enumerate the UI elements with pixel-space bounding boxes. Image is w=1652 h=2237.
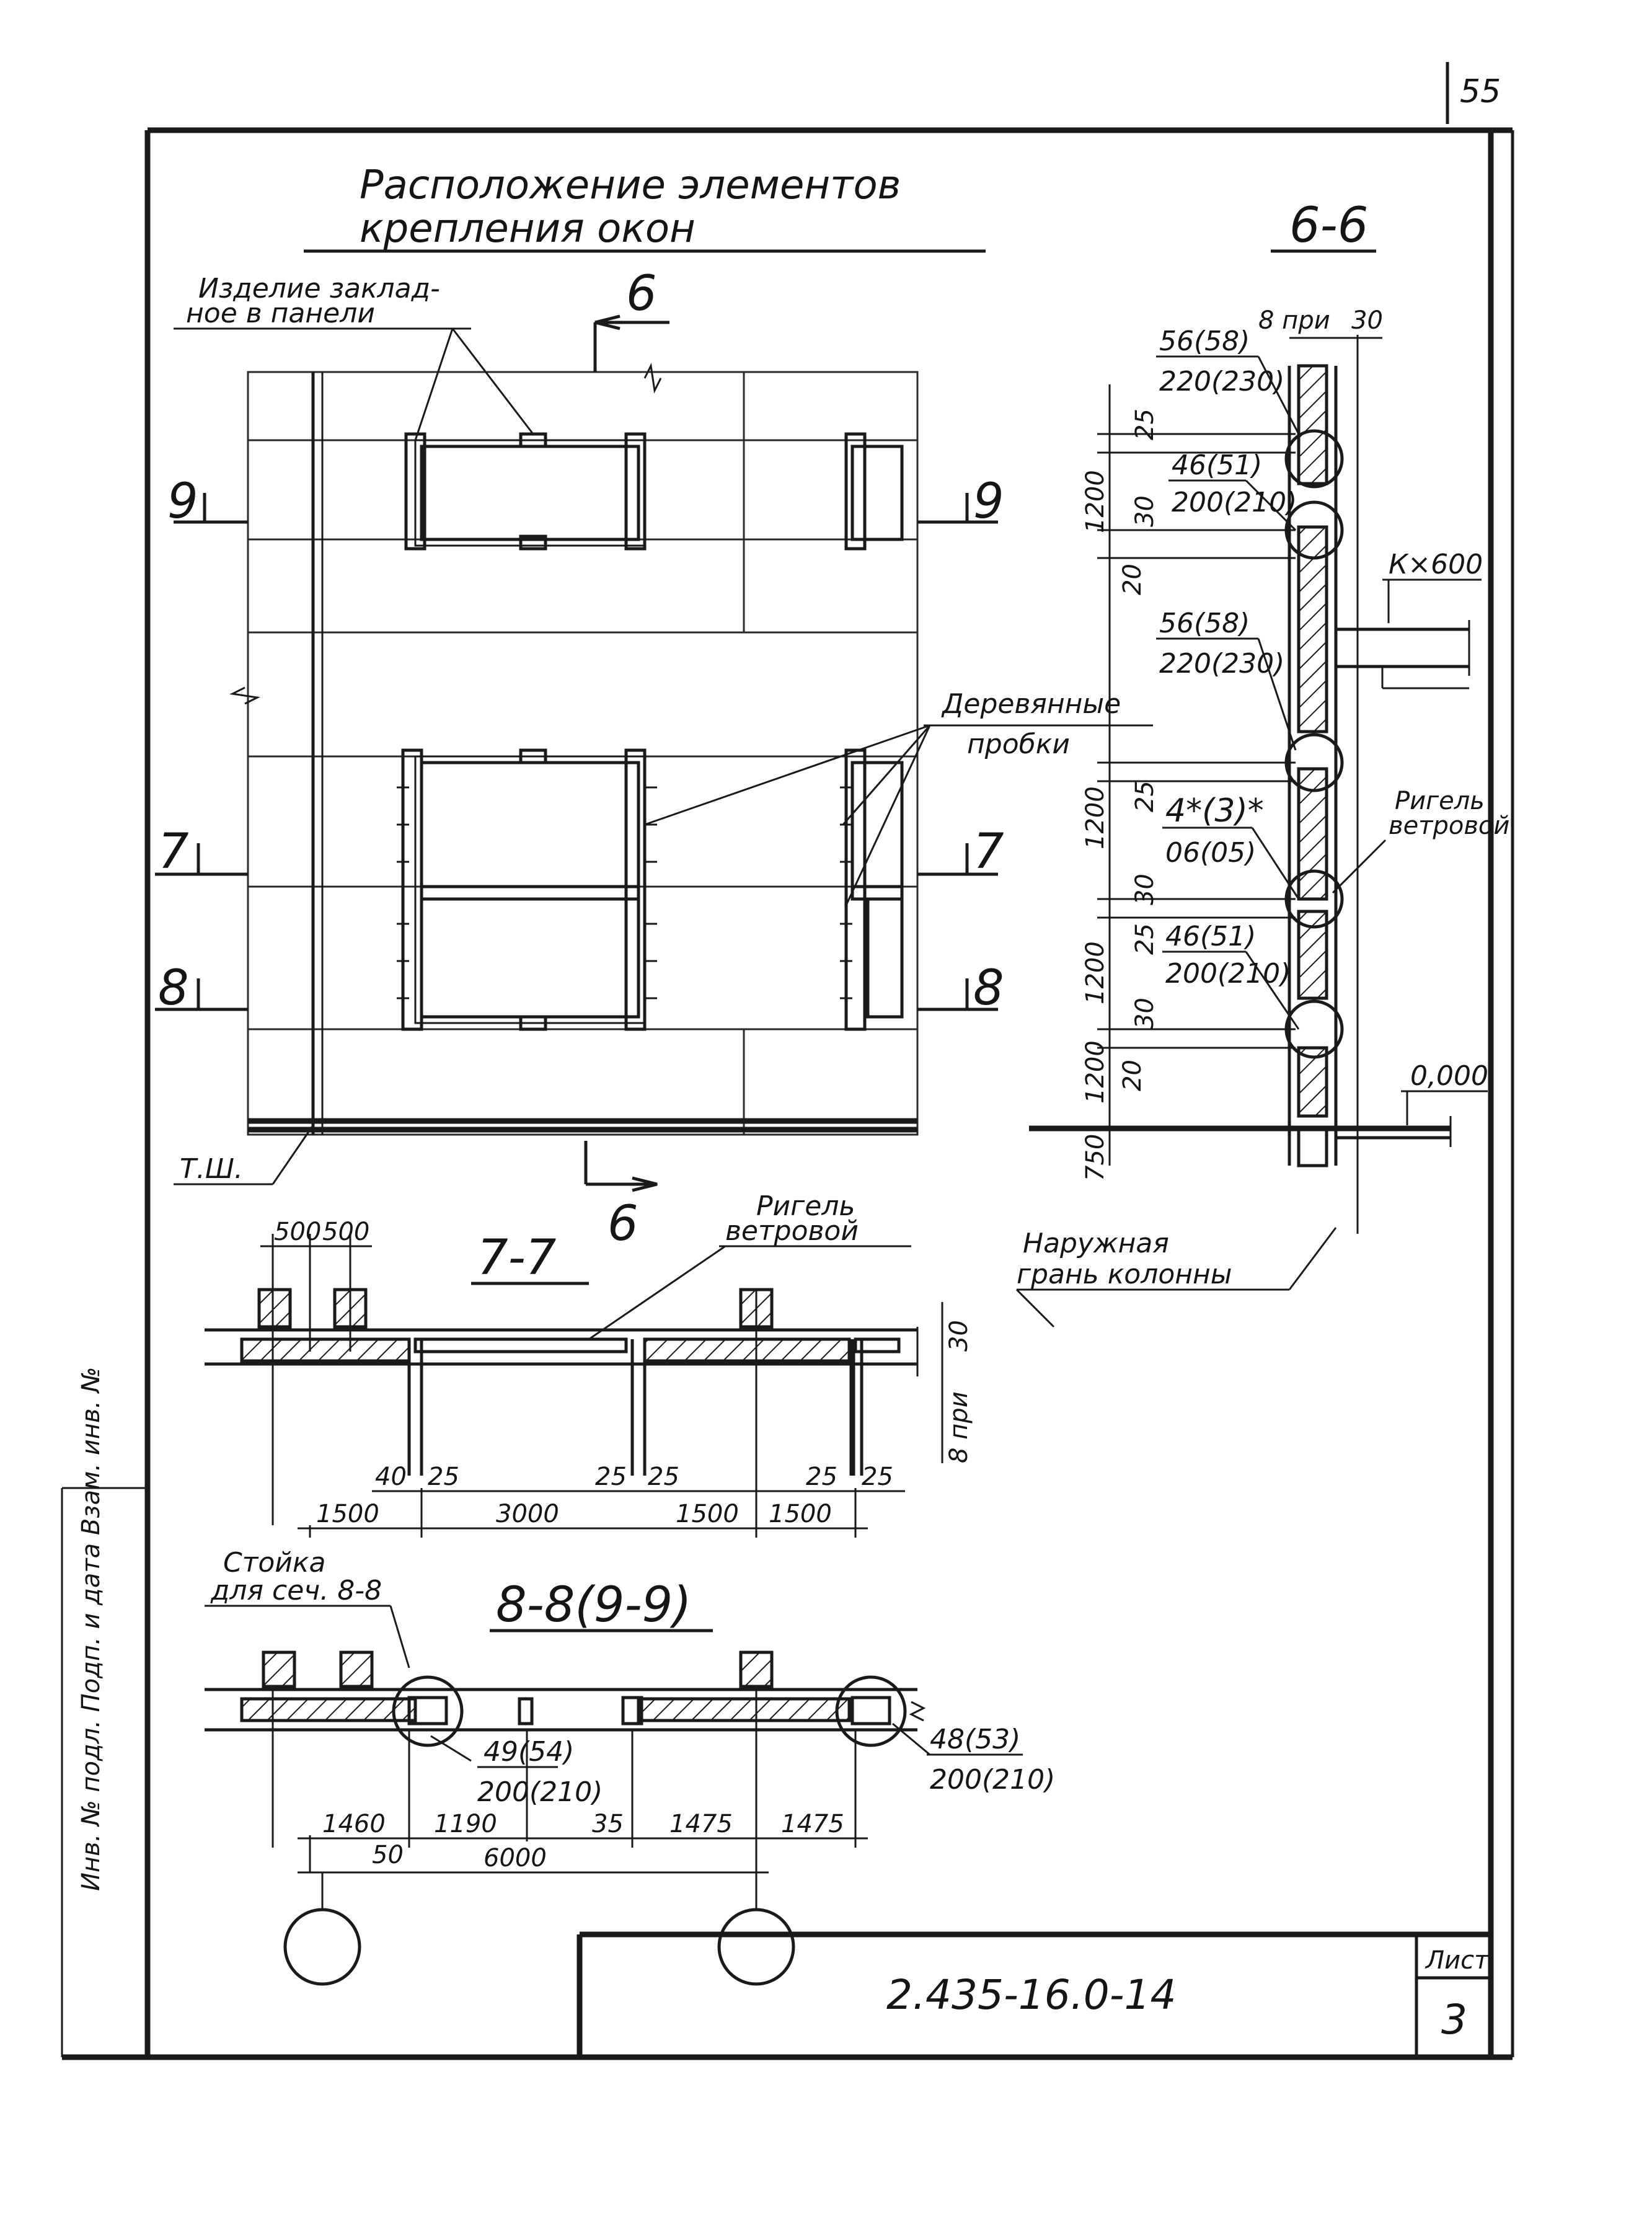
stand-8-line-1: Стойка	[223, 1547, 325, 1579]
s66-a2: 220(230)	[1159, 366, 1284, 397]
cut-8-left-label: 8	[158, 960, 189, 1016]
section-8-8: Стойка для сеч. 8-8 8-8(9-9) 49(54) 200(…	[205, 1547, 1055, 1986]
title-block: 2.435-16.0-14 Лист 3	[576, 1931, 1491, 2057]
cut-6-top-label: 6	[626, 266, 657, 322]
s88-l2a: 48(53)	[930, 1724, 1020, 1755]
s66-dim-9: 1200	[1081, 941, 1110, 1004]
s66-dim-8: 25	[1131, 923, 1159, 955]
drawing-title: Расположение элементов крепления окон	[304, 162, 986, 253]
s77-side-dim-2: 8 при	[945, 1391, 973, 1463]
section-6-6: 6-6	[1029, 198, 1509, 1234]
margin-stamp-text: Инв. № подл. Подп. и дата Взам. инв. №	[77, 1367, 105, 1891]
s66-e2: 200(210)	[1165, 958, 1291, 990]
title-line-2: крепления окон	[360, 206, 696, 252]
s66-dim-1: 25	[1131, 409, 1159, 440]
s77-small-dim-2: 25	[428, 1463, 459, 1491]
s66-k-label: К×600	[1389, 549, 1483, 580]
s77-bottom-dim-4: 1500	[769, 1500, 832, 1528]
wooden-plugs-line-1: Деревянные	[941, 688, 1121, 720]
s66-dim-5: 25	[1131, 781, 1159, 812]
section-8-8-title: 8-8(9-9)	[496, 1577, 692, 1633]
s77-small-dim-4: 25	[648, 1463, 679, 1491]
s66-dim-2: 1200	[1081, 470, 1110, 533]
s66-e1: 46(51)	[1165, 921, 1256, 952]
wind-girt-7-line-2: ветровой	[725, 1215, 859, 1247]
s66-top-dim-2: 30	[1351, 306, 1383, 335]
s88-bottom-dim-3: 35	[592, 1810, 624, 1838]
section-7-7-title: 7-7	[477, 1230, 556, 1286]
s77-bottom-dim-1: 1500	[316, 1500, 379, 1528]
s66-zero-level: 0,000	[1410, 1060, 1488, 1092]
document-code: 2.435-16.0-14	[886, 1971, 1177, 2019]
embedded-item-line-1: Изделие заклад-	[198, 273, 440, 304]
cut-9-left-label: 9	[167, 474, 198, 529]
s88-l2b: 200(210)	[930, 1764, 1055, 1796]
sheet-number-corner: 55	[1460, 73, 1501, 110]
cut-8-right-label: 8	[973, 960, 1004, 1016]
s66-a1: 56(58)	[1159, 326, 1250, 357]
section-6-6-title: 6-6	[1289, 198, 1368, 254]
cut-9-right-label: 9	[973, 474, 1004, 529]
sheet-frame	[61, 62, 1514, 2060]
s66-dim-4: 20	[1118, 564, 1147, 595]
s66-dim-6: 1200	[1081, 786, 1110, 849]
s77-small-dim-3: 25	[595, 1463, 627, 1491]
outer-face-line-1: Наружная	[1023, 1228, 1169, 1259]
s77-small-dim-1: 40	[375, 1463, 407, 1491]
s88-bottom-dim-2: 1190	[434, 1810, 497, 1838]
cut-7-right-label: 7	[973, 824, 1004, 880]
facade-elevation: 6 6 9 9 7 7 8 8 Изделие заклад- ное в па…	[155, 266, 1153, 1252]
s66-c1: 56(58)	[1159, 608, 1250, 639]
s66-d2: 06(05)	[1165, 837, 1256, 869]
s88-l1b: 200(210)	[477, 1776, 603, 1808]
s88-l1a: 49(54)	[484, 1736, 574, 1768]
s77-bottom-dim-3: 1500	[676, 1500, 739, 1528]
wooden-plugs-line-2: пробки	[967, 729, 1070, 760]
s66-dim-10: 30	[1131, 998, 1159, 1029]
cut-7-left-label: 7	[158, 824, 189, 880]
sheet-label: Лист	[1425, 1946, 1490, 1975]
s66-b2: 200(210)	[1172, 487, 1297, 518]
embedded-item-line-2: ное в панели	[186, 298, 375, 329]
title-line-1: Расположение элементов	[360, 162, 901, 208]
cut-6-bottom-label: 6	[607, 1196, 638, 1252]
s66-d1: 4*(3)*	[1165, 792, 1264, 830]
s77-bottom-dim-2: 3000	[496, 1500, 559, 1528]
s66-top-dim: 8 при	[1258, 306, 1330, 335]
s66-wind-girt-line-1: Ригель	[1395, 787, 1485, 815]
wind-girt-7-line-1: Ригель	[756, 1190, 855, 1222]
s77-top-dim-2: 500	[322, 1218, 369, 1246]
s66-b1: 46(51)	[1172, 450, 1262, 481]
s77-side-dim-1: 30	[945, 1320, 973, 1352]
s77-small-dim-5: 25	[806, 1463, 837, 1491]
s88-bottom-dim-1: 1460	[322, 1810, 386, 1838]
s66-wind-girt-line-2: ветровой	[1389, 812, 1509, 840]
s66-dim-11: 20	[1118, 1060, 1147, 1091]
stand-8-line-2: для сеч. 8-8	[210, 1575, 382, 1606]
s77-small-dim-6: 25	[862, 1463, 893, 1491]
s66-dim-13: 750	[1081, 1134, 1110, 1181]
section-7-7: 7-7 Ригель ветровой Наружная грань колон…	[205, 1190, 1337, 1538]
s88-lower-dim-2: 6000	[484, 1844, 547, 1872]
sheet-number: 3	[1441, 1996, 1467, 2044]
s88-lower-dim-1: 50	[372, 1841, 404, 1869]
s66-dim-12: 1200	[1081, 1040, 1110, 1104]
outer-face-line-2: грань колонны	[1017, 1259, 1232, 1290]
s66-dim-3: 30	[1131, 495, 1159, 527]
s88-bottom-dim-5: 1475	[781, 1810, 844, 1838]
s88-bottom-dim-4: 1475	[669, 1810, 733, 1838]
s66-dim-7: 30	[1131, 874, 1159, 905]
s77-top-dim-1: 500	[274, 1218, 321, 1246]
tsh-label: Т.Ш.	[180, 1153, 243, 1185]
